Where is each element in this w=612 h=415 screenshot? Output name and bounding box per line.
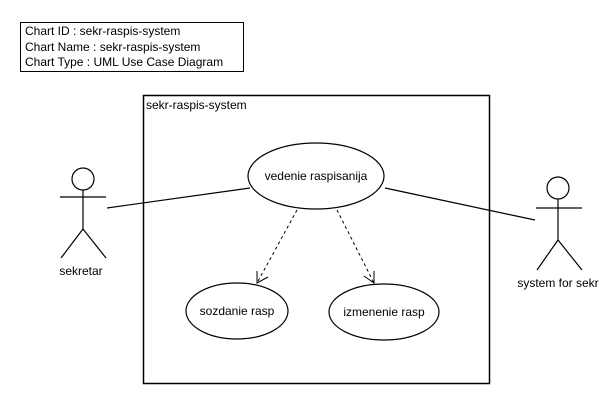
use-case-label: izmenenie rasp <box>343 305 425 319</box>
actor-label: sekretar <box>59 264 102 278</box>
system-name: sekr-raspis-system <box>146 98 247 112</box>
use-case-sozdanie-rasp[interactable]: sozdanie rasp <box>185 282 289 340</box>
association-sekretar-vedenie[interactable] <box>106 187 251 209</box>
stick-figure-icon <box>536 176 583 271</box>
stick-figure-icon <box>60 167 107 259</box>
arrowhead-icon <box>363 271 375 284</box>
arrowhead-icon <box>256 271 269 284</box>
actor-sekretar[interactable]: sekretar <box>59 167 107 278</box>
use-case-label: sozdanie rasp <box>200 304 275 318</box>
system-boundary[interactable] <box>142 94 491 385</box>
actor-label: system for sekr <box>517 276 598 290</box>
chart-id-label: Chart ID : sekr-raspis-system <box>25 24 181 38</box>
association-system-vedenie[interactable] <box>384 187 536 221</box>
use-case-label: vedenie raspisanija <box>265 169 368 183</box>
use-case-vedenie-raspisanija[interactable]: vedenie raspisanija <box>247 142 385 210</box>
use-case-izmenenie-rasp[interactable]: izmenenie rasp <box>328 283 440 341</box>
dependency-vedenie-sozdanie[interactable] <box>256 209 298 284</box>
chart-type-label: Chart Type : UML Use Case Diagram <box>25 55 224 69</box>
chart-name-label: Chart Name : sekr-raspis-system <box>25 39 201 54</box>
actor-system-for-sekr[interactable]: system for sekr <box>517 176 599 290</box>
dependency-vedenie-izmenenie[interactable] <box>336 209 375 284</box>
chart-info-box: Chart ID : sekr-raspis-system Chart Name… <box>20 22 244 72</box>
